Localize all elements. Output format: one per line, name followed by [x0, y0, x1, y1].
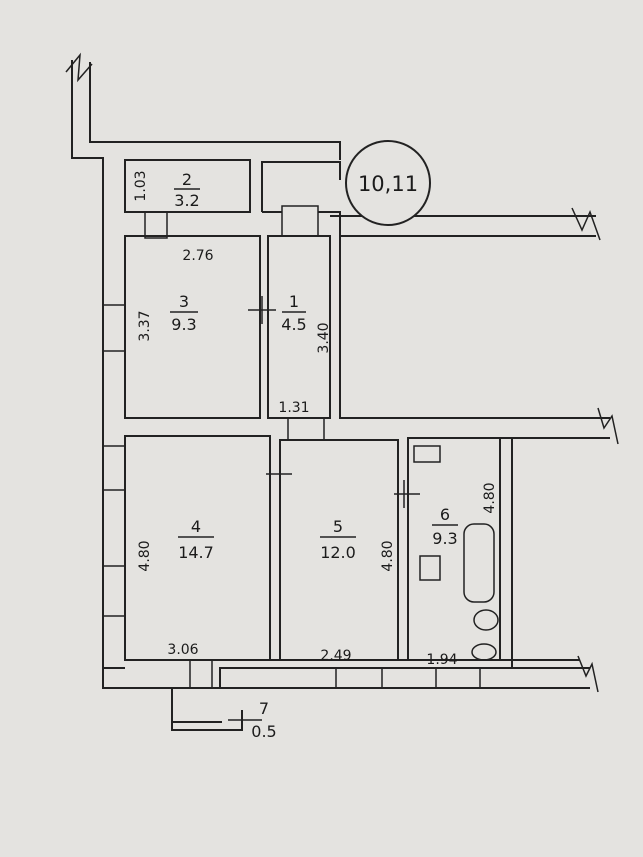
plan-number-badge: [345, 140, 431, 226]
room-6-door-mark: [394, 480, 420, 508]
room-4-window-1: [102, 445, 126, 491]
room-1-door-top: [281, 205, 319, 237]
room-1-door-bottom: [287, 417, 325, 441]
room-1-number: 1: [289, 292, 299, 311]
dim-room5-width: 2.49: [320, 648, 351, 664]
room-7-area: 0.5: [251, 722, 276, 741]
room-2-number: 2: [182, 170, 192, 189]
room-4-area: 14.7: [178, 543, 214, 562]
room-4-window-2: [102, 565, 126, 617]
outer-wall-top-inner: [89, 62, 341, 160]
room-2: [124, 159, 251, 213]
break-mark-middle: [597, 407, 619, 445]
bathtub-icon: [463, 523, 495, 603]
room-4-number: 4: [191, 517, 201, 536]
dim-room1-height: 3.40: [316, 322, 332, 353]
stove-icon: [419, 555, 441, 581]
room-5: [279, 439, 399, 661]
room-7: [171, 688, 222, 723]
dim-room3-height: 3.37: [137, 310, 153, 341]
break-mark-bottom: [577, 655, 599, 693]
plan-number: 10,11: [358, 172, 418, 196]
room-3-area: 9.3: [171, 315, 196, 334]
room-6-number: 6: [440, 505, 450, 524]
break-mark-top: [65, 52, 93, 83]
sink-icon: [413, 445, 441, 463]
partition-top: [261, 161, 341, 236]
corridor-middle: [339, 236, 610, 660]
room-5-window: [335, 667, 383, 689]
dim-room4-height: 4.80: [137, 540, 153, 571]
dim-room6-width: 1.94: [426, 652, 457, 668]
dim-room3-width: 2.76: [182, 248, 213, 264]
room-4-balcony-door: [189, 659, 213, 689]
room-2-door: [144, 211, 168, 239]
dim-room4-width: 3.06: [167, 642, 198, 658]
room-3-window: [102, 304, 126, 352]
toilet-icon: [471, 643, 497, 661]
corridor-bottom: [511, 438, 590, 689]
washbasin-icon: [473, 609, 499, 631]
break-mark-top-right: [571, 207, 601, 241]
dim-room6-height: 4.80: [482, 482, 498, 513]
outer-wall-bottom: [103, 667, 580, 689]
room-3-number: 3: [179, 292, 189, 311]
dim-room5-height: 4.80: [380, 540, 396, 571]
room-6-area: 9.3: [432, 529, 457, 548]
room-1-area: 4.5: [281, 315, 306, 334]
room-5-area: 12.0: [320, 543, 356, 562]
room-5-number: 5: [333, 517, 343, 536]
dim-room2-height: 1.03: [133, 170, 149, 201]
room-6: [407, 437, 501, 661]
room-7-number: 7: [259, 699, 269, 718]
room-6-window: [435, 667, 481, 689]
room-2-area: 3.2: [174, 191, 199, 210]
dim-room1-width: 1.31: [278, 400, 309, 416]
room-3-door-mark: [248, 296, 276, 324]
